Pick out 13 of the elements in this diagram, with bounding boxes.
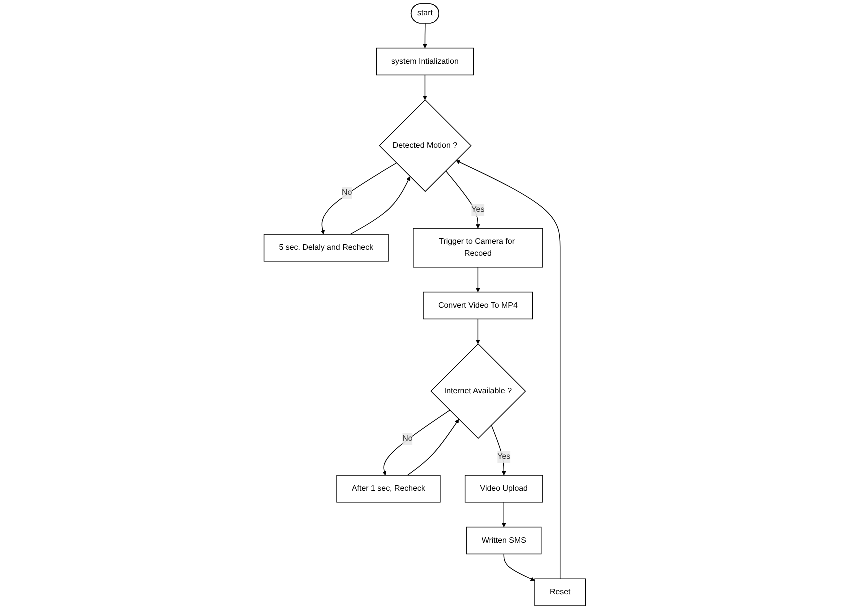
arrow [504,554,536,582]
arrow [491,424,506,476]
arrow [423,23,428,49]
arrow [476,267,480,292]
arrow [476,318,480,344]
arrow [456,160,561,580]
arrow [320,162,398,235]
arrow [423,74,428,100]
arrow [446,170,480,229]
arrow [382,410,450,476]
arrow [407,419,460,476]
arrow [502,502,506,528]
arrow [350,176,411,235]
